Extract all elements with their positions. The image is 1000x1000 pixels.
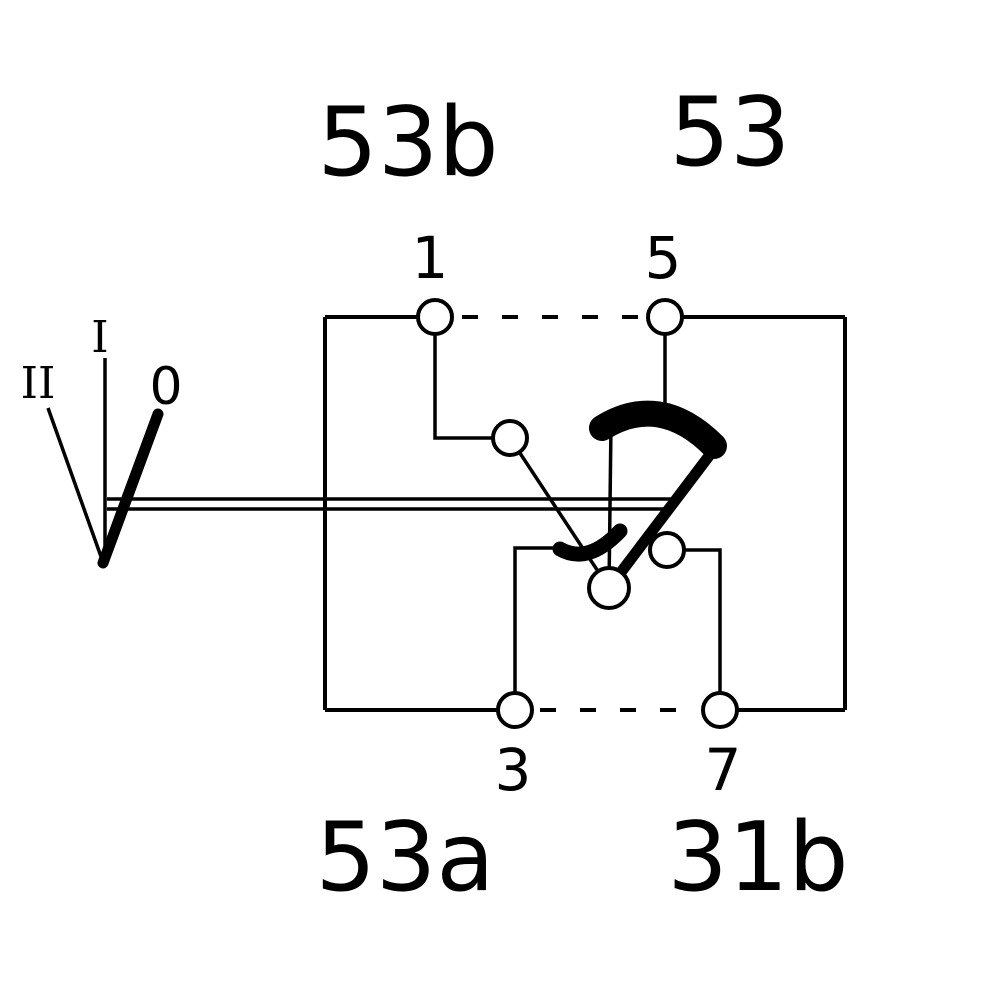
pivot-circle [587, 566, 631, 610]
pin-label-1: 1 [412, 224, 449, 292]
contact-lever [603, 446, 718, 594]
terminal-label-53: 53 [670, 78, 791, 188]
terminal-label-53b: 53b [317, 88, 498, 198]
position-label-0: 0 [149, 357, 182, 417]
terminal-label-53a: 53a [315, 803, 494, 913]
moving-contacts [552, 400, 727, 594]
terminal-circle-5 [646, 298, 684, 336]
linkage-rod [107, 497, 673, 511]
position-label-II: II [21, 358, 56, 409]
terminal-circle-3 [496, 691, 534, 729]
terminal-circle-7 [701, 691, 739, 729]
terminal-circle-1 [416, 298, 454, 336]
pin-label-3: 3 [495, 736, 532, 804]
position-selector [46, 358, 164, 569]
position-lever-0 [97, 408, 164, 569]
contact-bridge-small [552, 523, 628, 562]
inner-contact-circle-right [648, 531, 686, 569]
pin-label-7: 7 [705, 736, 742, 804]
wire-pin7-to-contact [667, 548, 722, 710]
wire-pin1-to-contact [433, 317, 510, 440]
pivot-arm-to-contact-1 [508, 437, 611, 589]
internal-wiring [433, 317, 722, 710]
terminal-circles [416, 298, 739, 729]
terminal-label-31b: 31b [667, 803, 848, 913]
pivot-arm-to-arc [607, 423, 613, 589]
inner-contact-circle-left [491, 419, 529, 457]
switch-box [323, 315, 847, 712]
pin-label-5: 5 [645, 224, 682, 292]
contact-bridge-large [589, 400, 727, 459]
position-label-I: I [91, 312, 108, 363]
position-line-II [46, 407, 106, 566]
wire-pin3-to-arc [513, 546, 560, 710]
labels: 53b 53 53a 31b 1 5 3 7 I II 0 [21, 78, 849, 913]
